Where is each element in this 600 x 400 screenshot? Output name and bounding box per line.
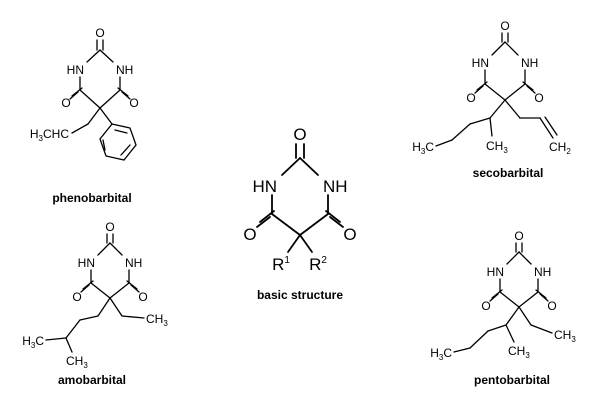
basic-structure-bonds: [256, 143, 344, 253]
pentobarbital-hn-label: HN: [487, 265, 504, 279]
amobarbital-caption: amobarbital: [58, 373, 126, 387]
amobarbital-ch3-ethyl-label: CH3: [146, 312, 168, 328]
secobarbital-nh-label: NH: [521, 56, 538, 70]
secobarbital-caption: secobarbital: [473, 166, 544, 180]
amobarbital-nh-label: NH: [125, 256, 142, 270]
secobarbital-h3c-label: H3C: [412, 140, 434, 156]
phenobarbital-caption: phenobarbital: [52, 191, 131, 205]
phenobarbital-bonds: [69, 39, 137, 161]
secobarbital-hn-label: HN: [472, 56, 489, 70]
amobarbital-oxygen-left: O: [72, 290, 81, 304]
basic-oxygen-right: O: [343, 225, 356, 244]
pentobarbital-oxygen-top: O: [514, 229, 523, 243]
pentobarbital-oxygen-right: O: [547, 299, 556, 313]
amobarbital-oxygen-right: O: [138, 290, 147, 304]
amobarbital-structure: O HN NH O O CH3 H3C CH3 amobarbital: [22, 220, 168, 387]
phenobarbital-oxygen-left: O: [61, 96, 70, 110]
secobarbital-structure: O HN NH O O H3C CH3 CH2 secobarbital: [412, 19, 571, 180]
basic-nh-label: NH: [323, 177, 348, 196]
pentobarbital-ch3-ethyl-label: CH3: [554, 328, 576, 344]
pentobarbital-oxygen-left: O: [481, 299, 490, 313]
phenobarbital-h3c-label: H3CHC: [30, 127, 69, 143]
phenobarbital-nh-label: NH: [116, 63, 133, 77]
pentobarbital-h3c-label: H3C: [430, 346, 452, 362]
amobarbital-h3c-label: H3C: [22, 334, 44, 350]
basic-oxygen-top: O: [293, 125, 306, 144]
phenobarbital-structure: O HN NH O O H3CHC phenobarbital: [30, 26, 139, 205]
basic-structure: O HN NH O O R1 R2 basic structure: [243, 125, 356, 302]
secobarbital-ch2-label: CH2: [549, 140, 571, 156]
basic-r1-label: R1: [272, 255, 290, 274]
basic-hn-label: HN: [252, 177, 277, 196]
secobarbital-bonds: [435, 32, 558, 147]
pentobarbital-caption: pentobarbital: [474, 373, 550, 387]
phenobarbital-hn-label: HN: [67, 63, 84, 77]
pentobarbital-structure: O HN NH O O CH3 H3C CH3 pentobarbital: [430, 229, 576, 387]
secobarbital-oxygen-top: O: [500, 19, 509, 33]
amobarbital-ch3-branch-label: CH3: [66, 354, 88, 370]
secobarbital-ch3-label: CH3: [486, 139, 508, 155]
pentobarbital-ch3-branch-label: CH3: [508, 344, 530, 360]
phenobarbital-oxygen-top: O: [95, 26, 104, 40]
secobarbital-oxygen-right: O: [534, 91, 543, 105]
pentobarbital-nh-label: NH: [534, 265, 551, 279]
secobarbital-oxygen-left: O: [466, 91, 475, 105]
amobarbital-oxygen-top: O: [105, 220, 114, 234]
amobarbital-hn-label: HN: [78, 256, 95, 270]
pentobarbital-bonds: [453, 242, 553, 353]
basic-oxygen-left: O: [243, 225, 256, 244]
amobarbital-bonds: [45, 233, 145, 353]
phenobarbital-oxygen-right: O: [129, 96, 138, 110]
basic-structure-caption: basic structure: [257, 288, 343, 302]
basic-r2-label: R2: [309, 255, 327, 274]
